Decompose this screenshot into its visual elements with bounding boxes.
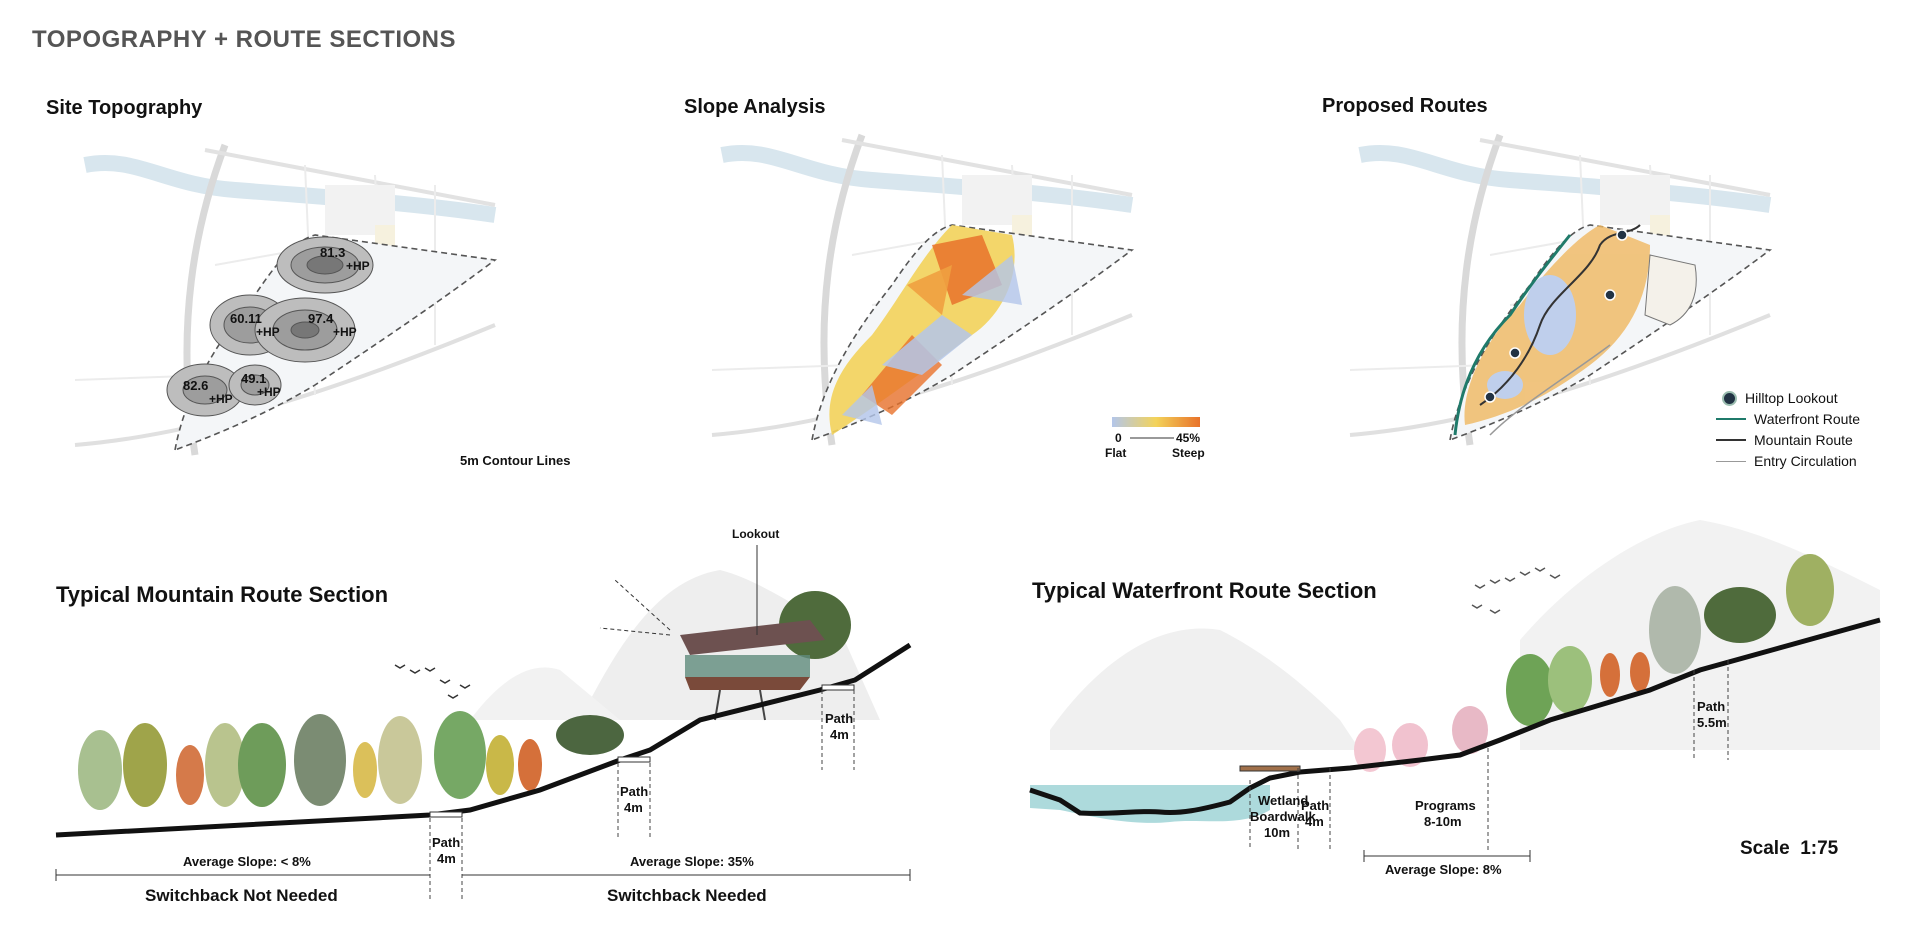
contour-note: 5m Contour Lines (460, 453, 571, 468)
boardwalk (1239, 765, 1301, 772)
path-width-2: 4m (624, 800, 643, 815)
boardwalk-label-1: Wetland (1258, 793, 1308, 808)
mountain-route-line (1479, 224, 1641, 406)
switchback-not-needed: Switchback Not Needed (145, 886, 338, 905)
lookout-dot-icon (1616, 229, 1628, 241)
entry-circulation-line (1489, 344, 1611, 436)
mountain-section-drawing: Lookout Path 4m Path 4m Path 4m Average … (55, 527, 912, 905)
tree-band (1354, 554, 1834, 772)
slope-title: Slope Analysis (684, 96, 826, 118)
scale-label: Scale (1740, 838, 1790, 859)
path-width-3: 4m (830, 727, 849, 742)
legend-hilltop-lookout: Hilltop Lookout (1722, 390, 1838, 406)
peak-elev-5: 49.1 (241, 371, 266, 386)
upper-path-width: 5.5m (1697, 715, 1727, 730)
entry-line-icon (1716, 460, 1746, 462)
mountain-section-title: Typical Mountain Route Section (56, 582, 389, 607)
slope-left-label: Average Slope: < 8% (183, 854, 311, 869)
slope-flat-label: Flat (1105, 446, 1126, 460)
slope-max-label: 45% (1176, 431, 1200, 445)
switchback-needed: Switchback Needed (607, 886, 767, 905)
topography-map: 81.3 +HP 60.11 +HP 97.4 +HP 82.6 +HP 49.… (75, 145, 571, 468)
peak-elev-1: 81.3 (320, 245, 345, 260)
lookout-dot-icon (1509, 347, 1521, 359)
slope-gradient-bar (1112, 417, 1200, 427)
programs-label: Programs (1415, 798, 1476, 813)
path-label-2: Path (620, 784, 648, 799)
lookout-dot-icon (1484, 391, 1496, 403)
legend-label: Entry Circulation (1754, 453, 1857, 469)
waterfront-section-title: Typical Waterfront Route Section (1032, 578, 1377, 603)
peak-elev-2: 60.11 (230, 311, 262, 326)
peak-tag-1: +HP (346, 259, 370, 273)
peak-tag-3: +HP (333, 325, 357, 339)
peak-tag-2: +HP (256, 325, 280, 339)
routes-title: Proposed Routes (1322, 95, 1488, 117)
mountain-line-icon (1716, 439, 1746, 441)
scale-value: 1:75 (1800, 838, 1839, 859)
legend-waterfront-route: Waterfront Route (1716, 411, 1860, 427)
peak-tag-4: +HP (209, 392, 233, 406)
birds (1471, 567, 1561, 614)
tree-band (78, 591, 851, 810)
boardwalk-width: 10m (1264, 825, 1290, 840)
boardwalk-label-2: Boardwalk (1250, 809, 1317, 824)
wf-slope-label: Average Slope: 8% (1385, 862, 1502, 877)
wf-path-label: Path (1301, 798, 1329, 813)
lookout-pavilion (680, 620, 825, 721)
lookout-dot-icon (1722, 390, 1737, 406)
peak-elev-3: 97.4 (308, 311, 334, 326)
maps-canvas: 81.3 +HP 60.11 +HP 97.4 +HP 82.6 +HP 49.… (0, 130, 1920, 468)
waterfront-line-icon (1716, 418, 1746, 420)
waterfront-section-drawing: Wetland Boardwalk 10m Path 4m Programs 8… (1029, 520, 1881, 877)
wf-path-width: 4m (1305, 814, 1324, 829)
legend-mountain-route: Mountain Route (1716, 432, 1853, 448)
path-label-1: Path (432, 835, 460, 850)
slope-map: 0 45% Flat Steep (712, 135, 1205, 460)
slope-heatmap (829, 225, 1022, 435)
page-title: TOPOGRAPHY + ROUTE SECTIONS (32, 26, 457, 53)
slope-right-label: Average Slope: 35% (630, 854, 754, 869)
path-width-1: 4m (437, 851, 456, 866)
scale-indicator: Scale 1:75 (1740, 838, 1838, 860)
legend-entry-circulation: Entry Circulation (1716, 453, 1857, 469)
lookout-dot-icon (1604, 289, 1616, 301)
slope-steep-label: Steep (1172, 446, 1205, 460)
legend-label: Mountain Route (1754, 432, 1853, 448)
slope-min-label: 0 (1115, 431, 1122, 445)
view-arrow (614, 579, 671, 631)
birds (394, 664, 471, 699)
legend-label: Waterfront Route (1754, 411, 1861, 427)
routes-map (1350, 135, 1770, 445)
upper-path-label: Path (1697, 699, 1725, 714)
peak-tag-5: +HP (257, 385, 281, 399)
lookout-label: Lookout (732, 527, 779, 541)
topography-title: Site Topography (46, 97, 203, 119)
legend-label: Hilltop Lookout (1745, 390, 1838, 406)
ground-profile (1029, 617, 1881, 816)
view-arrow (599, 627, 671, 636)
waterfront-route-line (1453, 234, 1572, 436)
path-label-3: Path (825, 711, 853, 726)
peak-elev-4: 82.6 (183, 378, 208, 393)
programs-width: 8-10m (1424, 814, 1462, 829)
